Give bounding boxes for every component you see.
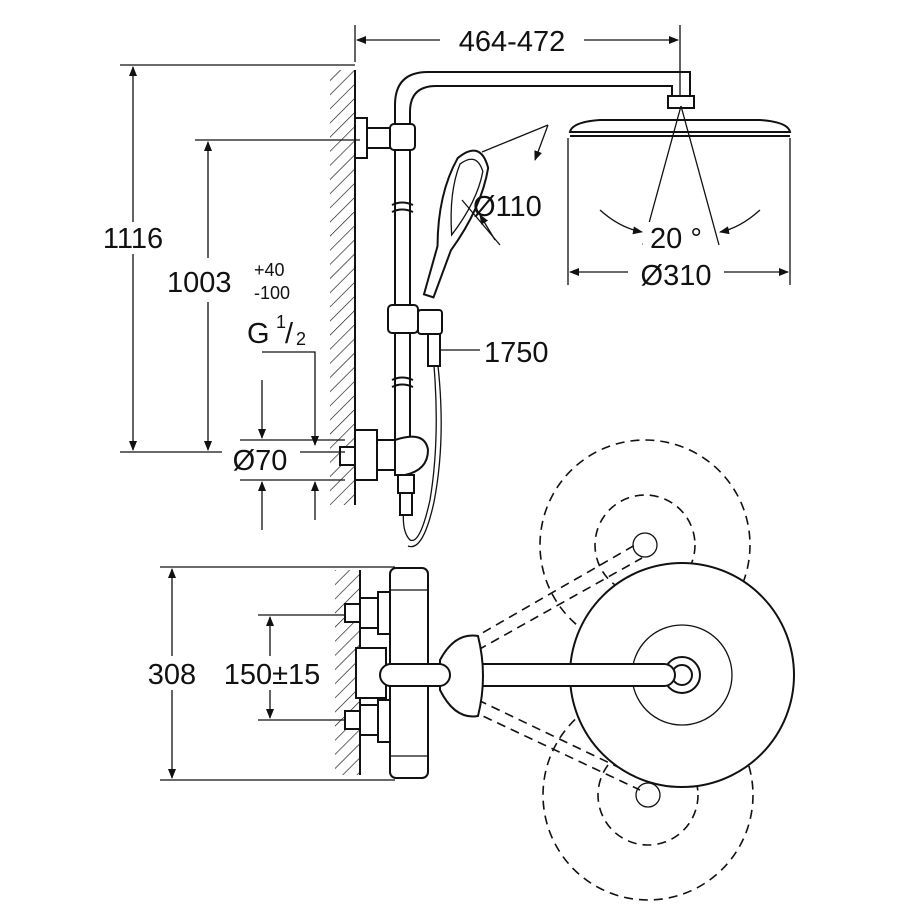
label-outlet-tol-plus: +40 bbox=[254, 260, 285, 280]
label-rosette-diameter: Ø70 bbox=[233, 445, 288, 477]
label-thread-den: 2 bbox=[296, 329, 306, 349]
label-body-width: 308 bbox=[148, 659, 196, 691]
label-spray-angle: 20 ° bbox=[650, 223, 702, 255]
riser-pipe-inner bbox=[409, 85, 673, 460]
label-thread-slash: / bbox=[285, 318, 294, 350]
label-total-height: 1116 bbox=[103, 223, 163, 255]
swing-range-lower bbox=[542, 689, 754, 901]
label-outlet-tol-minus: -100 bbox=[254, 283, 290, 303]
side-view: 464-472 20 ° Ø310 bbox=[88, 22, 792, 548]
label-outlet-height: 1003 bbox=[167, 267, 232, 299]
hand-shower bbox=[422, 149, 490, 299]
slider bbox=[387, 304, 419, 334]
wall-hatch bbox=[330, 70, 355, 505]
riser-pipe-outer bbox=[394, 71, 691, 460]
label-handshower-diameter: Ø110 bbox=[473, 191, 542, 223]
label-thread-G: G bbox=[247, 318, 270, 350]
arm-cone bbox=[439, 634, 484, 718]
shower-hose bbox=[402, 365, 437, 542]
label-arm-projection: 464-472 bbox=[459, 26, 565, 58]
label-hose-length: 1750 bbox=[484, 337, 549, 369]
label-inlet-spacing: 150±15 bbox=[224, 659, 321, 691]
swing-range-upper bbox=[539, 439, 751, 651]
rain-shower-head bbox=[568, 119, 792, 133]
label-thread-num: 1 bbox=[276, 312, 286, 332]
top-view: 308 150±15 bbox=[135, 439, 795, 901]
label-head-diameter: Ø310 bbox=[641, 260, 712, 292]
